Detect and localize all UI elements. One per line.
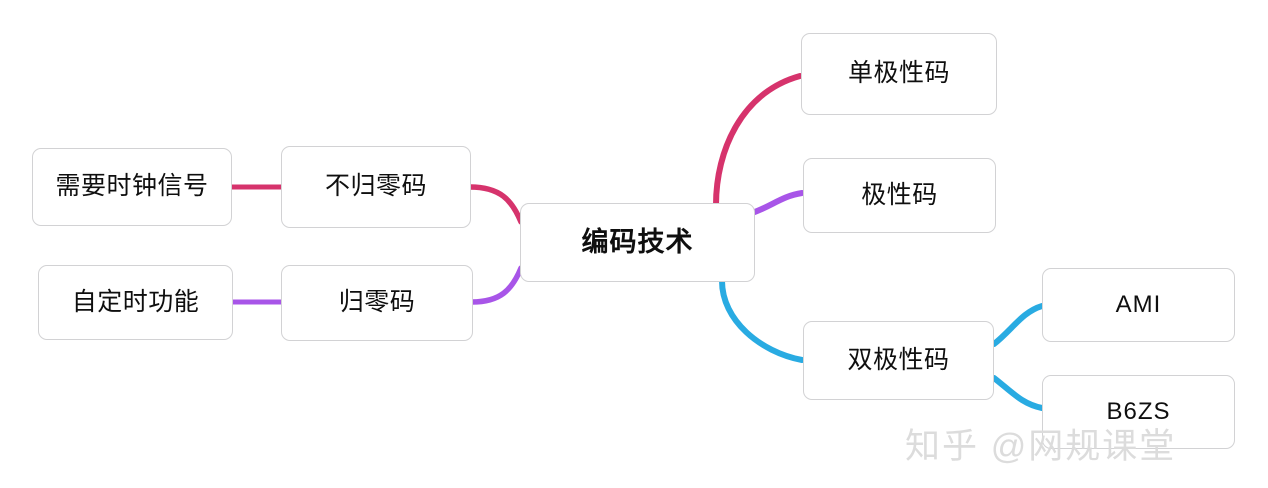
edge-rz-to-central [469,265,524,305]
node-label: B6ZS [1106,397,1171,425]
node-rz-code[interactable]: 归零码 [281,265,473,341]
node-label: 编码技术 [581,226,694,257]
node-label: 双极性码 [847,345,950,374]
node-bipolar-code[interactable]: 双极性码 [803,321,994,400]
node-b6zs[interactable]: B6ZS [1042,375,1235,449]
node-nrz-code[interactable]: 不归零码 [281,146,471,228]
edge-bipolar-to-ami [991,303,1045,347]
node-label: 自定时功能 [71,287,200,316]
node-label: 单极性码 [847,59,950,88]
node-label: 极性码 [861,180,938,209]
edge-central-to-polar [749,190,805,216]
node-label: AMI [1115,290,1162,318]
node-self-timing-function[interactable]: 自定时功能 [38,265,233,340]
edge-central-to-unipolar [713,73,803,208]
edge-nrz-to-central [467,184,524,225]
node-polar-code[interactable]: 极性码 [803,158,996,233]
node-central-encoding-technology[interactable]: 编码技术 [520,203,755,282]
edge-bipolar-to-b6zs [991,375,1045,411]
edge-central-to-bipolar [719,278,805,363]
node-label: 不归零码 [324,172,427,201]
node-unipolar-code[interactable]: 单极性码 [801,33,997,115]
node-label: 归零码 [338,288,416,317]
node-label: 需要时钟信号 [55,172,209,201]
node-need-clock-signal[interactable]: 需要时钟信号 [32,148,232,226]
node-ami[interactable]: AMI [1042,268,1235,342]
watermark: 知乎 @网规课堂 [905,427,1177,466]
